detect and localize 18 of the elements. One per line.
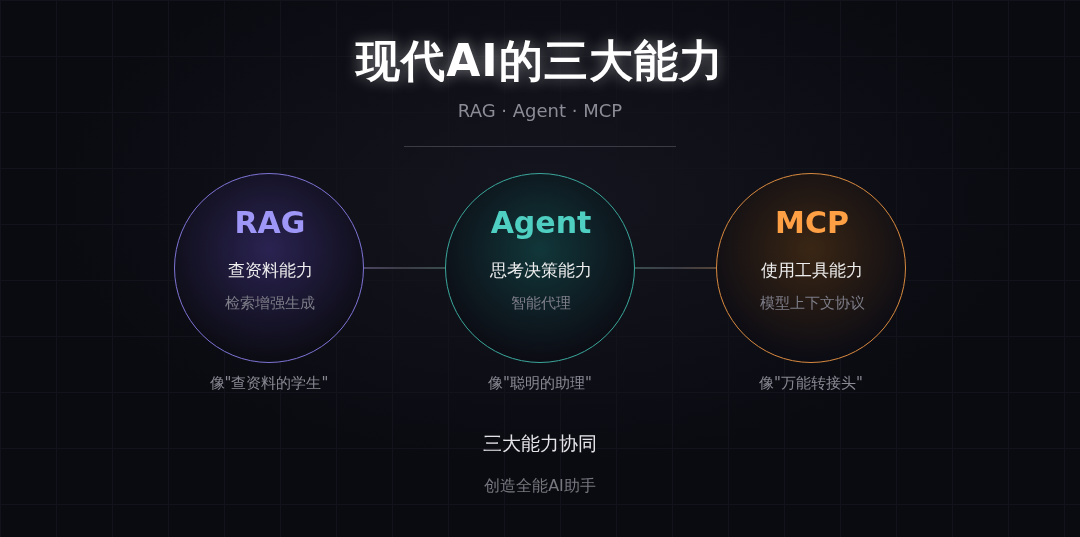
connector-line	[363, 267, 446, 269]
acronym-heading: Agent	[490, 206, 592, 241]
summary-text: 创造全能AI助手	[484, 477, 596, 496]
capability-name: 使用工具能力	[761, 260, 863, 281]
analogy-caption: 像"聪明的助理"	[488, 375, 592, 393]
description-text: 模型上下文协议	[759, 295, 865, 313]
subtitle: RAG · Agent · MCP	[457, 101, 623, 122]
capability-name: 思考决策能力	[490, 260, 592, 281]
title: 现代AI的三大能力	[356, 35, 724, 87]
analogy-caption: 像"查资料的学生"	[209, 375, 329, 393]
description-text: 智能代理	[511, 295, 571, 313]
description-text: 检索增强生成	[225, 295, 315, 313]
acronym-heading: RAG	[234, 206, 306, 241]
connector-line	[634, 267, 717, 269]
capability-name: 查资料能力	[227, 260, 313, 281]
analogy-caption: 像"万能转接头"	[759, 375, 863, 393]
acronym-heading: MCP	[775, 206, 849, 241]
summary-heading: 三大能力协同	[483, 432, 597, 455]
